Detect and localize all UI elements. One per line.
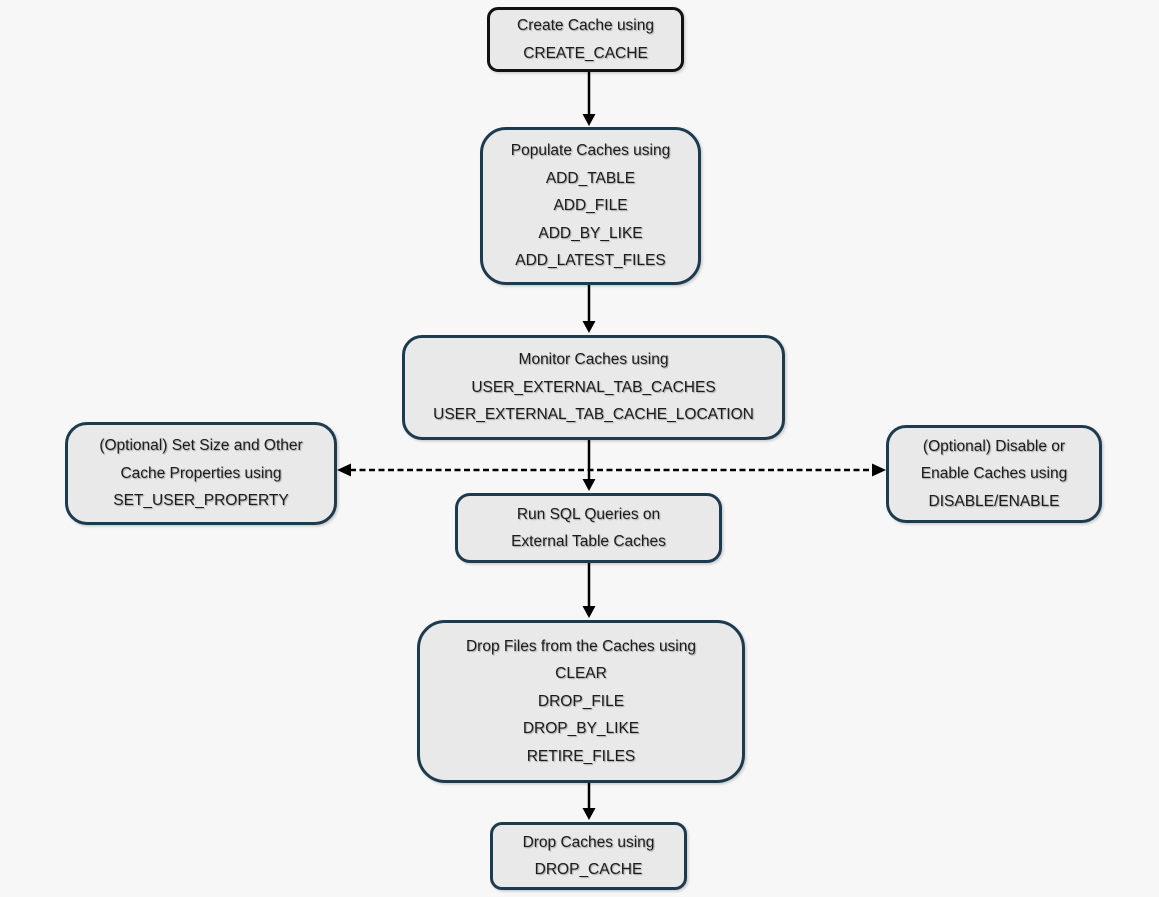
arrow-create-to-populate <box>582 72 596 126</box>
node-drop-caches-api: DROP_CACHE <box>534 861 643 878</box>
node-create-cache: Create Cache using CREATE_CACHE <box>487 7 684 72</box>
node-monitor-caches-title: Monitor Caches using <box>518 351 669 369</box>
node-run-sql-queries-title: External Table Caches <box>511 533 666 550</box>
node-drop-caches-title: Drop Caches using <box>522 833 655 851</box>
node-drop-caches: Drop Caches using DROP_CACHE <box>490 822 687 890</box>
node-run-sql-queries: Run SQL Queries on External Table Caches <box>455 493 722 563</box>
node-drop-files: Drop Files from the Caches using CLEAR D… <box>417 620 745 783</box>
node-drop-files-api: DROP_BY_LIKE <box>522 720 640 738</box>
node-populate-caches-api: ADD_FILE <box>553 197 628 215</box>
node-set-cache-properties-title: (Optional) Set Size and Other <box>99 437 303 455</box>
node-drop-files-title: Drop Files from the Caches using <box>465 637 696 655</box>
node-monitor-caches: Monitor Caches using USER_EXTERNAL_TAB_C… <box>402 335 785 440</box>
node-drop-files-api: DROP_FILE <box>537 692 625 710</box>
node-set-cache-properties-api: SET_USER_PROPERTY <box>113 492 289 510</box>
node-drop-files-api: RETIRE_FILES <box>526 747 636 765</box>
arrow-runsql-to-dropfiles <box>582 563 596 618</box>
node-disable-enable-caches-title: Enable Caches using <box>920 465 1068 483</box>
node-run-sql-queries-title: Run SQL Queries on <box>516 505 661 523</box>
node-disable-enable-caches-api: DISABLE/ENABLE <box>928 492 1060 510</box>
node-disable-enable-caches-title: (Optional) Disable or <box>922 437 1066 455</box>
node-populate-caches-title: Populate Caches using <box>510 142 671 160</box>
node-populate-caches-api: ADD_TABLE <box>545 169 636 187</box>
node-set-cache-properties-title: Cache Properties using <box>120 464 282 482</box>
node-set-cache-properties: (Optional) Set Size and Other Cache Prop… <box>65 422 337 525</box>
arrow-optional-dashed <box>337 463 886 477</box>
node-populate-caches: Populate Caches using ADD_TABLE ADD_FILE… <box>480 127 701 285</box>
arrow-monitor-to-runsql <box>582 440 596 491</box>
node-drop-files-api: CLEAR <box>555 665 607 683</box>
node-monitor-caches-view: USER_EXTERNAL_TAB_CACHES <box>471 378 716 396</box>
node-populate-caches-api: ADD_LATEST_FILES <box>515 252 666 270</box>
node-disable-enable-caches: (Optional) Disable or Enable Caches usin… <box>886 425 1102 523</box>
node-monitor-caches-view: USER_EXTERNAL_TAB_CACHE_LOCATION <box>433 406 754 424</box>
arrow-populate-to-monitor <box>582 285 596 333</box>
node-populate-caches-api: ADD_BY_LIKE <box>538 224 643 242</box>
arrow-dropfiles-to-dropcaches <box>582 783 596 820</box>
node-create-cache-title: Create Cache using <box>517 17 654 34</box>
node-create-cache-api: CREATE_CACHE <box>523 44 648 62</box>
